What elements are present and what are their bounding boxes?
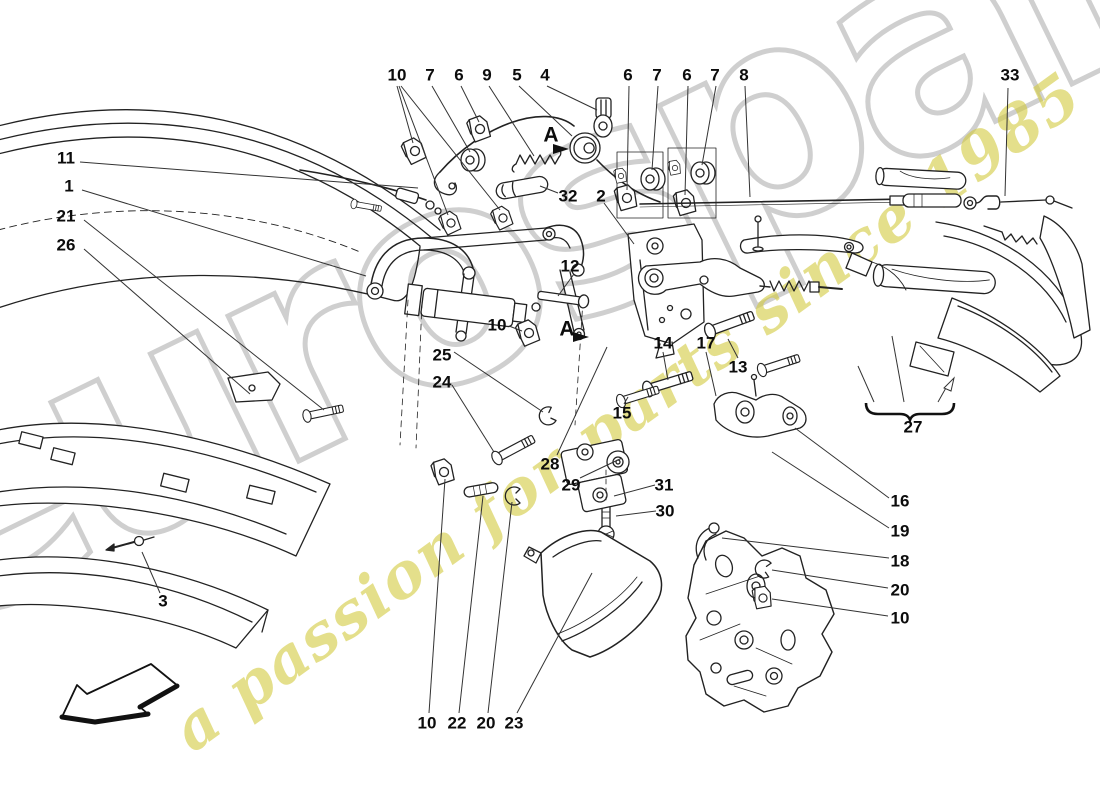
callout-1: 1: [64, 176, 74, 196]
cable-clips-grommets: [399, 113, 717, 237]
side-rail-flap: [909, 215, 1091, 393]
callout-28: 28: [540, 454, 560, 474]
view-a-arrow-top: [553, 144, 569, 154]
callout-6: 6: [623, 65, 633, 85]
callout-12: 12: [560, 256, 580, 276]
sill-trim-panels: [0, 422, 331, 649]
callout-31: 31: [654, 475, 674, 495]
callout-13: 13: [728, 357, 748, 377]
callout-10: 10: [417, 713, 437, 733]
callout-33: 33: [1000, 65, 1020, 85]
frame-bracket: [685, 522, 835, 713]
lever-assembly: [637, 215, 907, 298]
callout-5: 5: [512, 65, 522, 85]
callout-2: 2: [596, 186, 606, 206]
callout-32: 32: [558, 186, 578, 206]
callout-7: 7: [425, 65, 435, 85]
callout-30: 30: [655, 501, 675, 521]
callout-26: 26: [56, 235, 76, 255]
callout-20: 20: [890, 580, 910, 600]
leader-lines: [79, 85, 1009, 714]
actuator-gearbox: [560, 438, 630, 513]
hinge-linkage: [366, 224, 586, 449]
callout-15: 15: [612, 403, 632, 423]
callout-10: 10: [890, 608, 910, 628]
callout-20: 20: [476, 713, 496, 733]
callout-6: 6: [454, 65, 464, 85]
callout-18: 18: [890, 551, 910, 571]
callout-17: 17: [696, 333, 716, 353]
callout-10: 10: [387, 65, 407, 85]
callout-29: 29: [561, 475, 581, 495]
view-a-arrow-bottom: [573, 332, 589, 342]
view-marker-A-1: A: [559, 317, 575, 341]
callout-25: 25: [432, 345, 452, 365]
wind-deflector: [523, 529, 663, 658]
callout-6: 6: [682, 65, 692, 85]
callout-23: 23: [504, 713, 524, 733]
callout-11: 11: [57, 148, 75, 168]
long-cable-assembly: [639, 166, 1073, 295]
callout-21: 21: [56, 206, 76, 226]
hinge-bracket: [713, 373, 807, 438]
callout-24: 24: [432, 372, 452, 392]
callout-27: 27: [903, 417, 923, 437]
callout-4: 4: [540, 65, 550, 85]
view-marker-A-0: A: [543, 123, 559, 147]
callout-16: 16: [890, 491, 910, 511]
pin-3: [105, 535, 155, 552]
front-direction-arrow: [59, 663, 180, 725]
callout-22: 22: [447, 713, 467, 733]
callout-10: 10: [487, 315, 507, 335]
callout-14: 14: [653, 333, 673, 353]
release-cable: [299, 169, 442, 215]
callout-7: 7: [652, 65, 662, 85]
callout-7: 7: [710, 65, 720, 85]
callout-19: 19: [890, 521, 910, 541]
callout-9: 9: [482, 65, 492, 85]
callout-3: 3: [158, 591, 168, 611]
callout-8: 8: [739, 65, 749, 85]
